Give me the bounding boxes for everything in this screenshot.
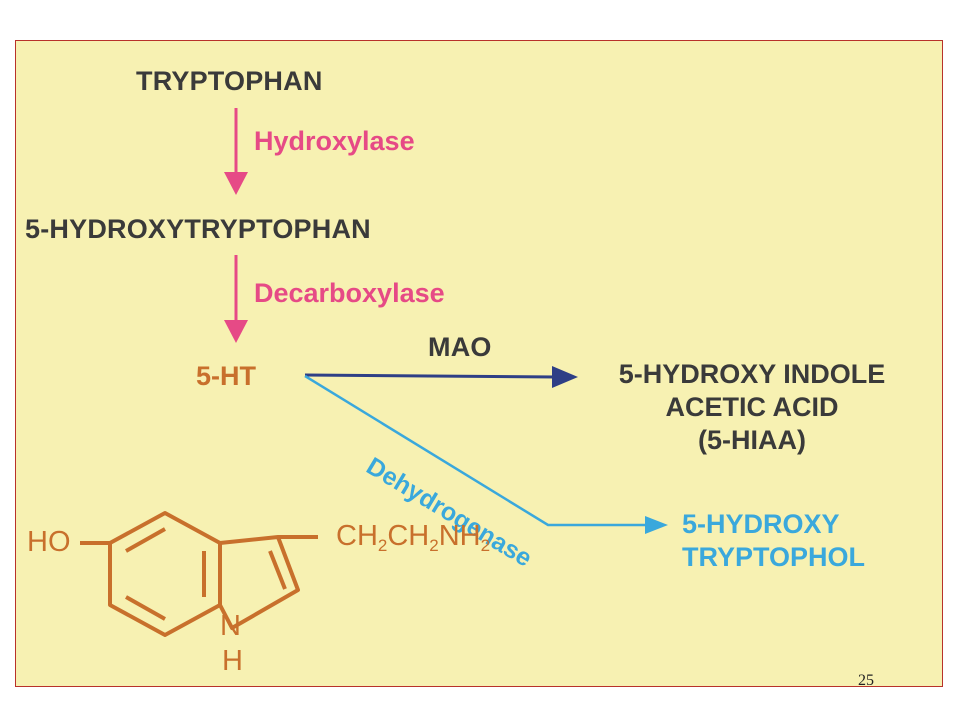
mao-arrow (304, 366, 578, 388)
sub-c: 2 (480, 536, 491, 555)
dehydrogenase-arrow (304, 374, 668, 534)
sub-b: 2 (429, 536, 439, 555)
hiaa-line-1: 5-HYDROXY INDOLE (618, 359, 886, 389)
mao-label: MAO (428, 332, 492, 362)
ho-group-label: HO (27, 526, 71, 558)
ring-nitrogen-label: N (220, 610, 241, 642)
ethylamine-side-chain: CH2CH2NH2 (336, 520, 490, 556)
hydroxylase-arrow (224, 108, 248, 195)
ring-hydrogen-label: H (222, 645, 243, 677)
hiaa-line-3: (5-HIAA) (698, 425, 806, 455)
slide-number: 25 (858, 672, 874, 689)
tryptophol-line-1: 5-HYDROXY (682, 509, 840, 539)
decarboxylase-arrow (224, 255, 248, 343)
ch-b: CH (387, 520, 430, 552)
sub-a: 2 (377, 536, 388, 555)
slide-frame (15, 40, 943, 687)
tryptophol-line-2: TRYPTOPHOL (682, 542, 866, 572)
hiaa-product-label: 5-HYDROXY INDOLE ACETIC ACID (5-HIAA) (586, 358, 918, 457)
ch-a: CH (336, 520, 378, 552)
decarboxylase-label: Decarboxylase (254, 278, 445, 308)
indole-ring-structure (80, 511, 318, 637)
nh: NH (438, 520, 481, 552)
hydroxytryptophan-label: 5-HYDROXYTRYPTOPHAN (25, 214, 371, 244)
tryptophol-product-label: 5-HYDROXY TRYPTOPHOL (682, 508, 865, 574)
tryptophan-label: TRYPTOPHAN (136, 66, 323, 96)
hydroxylase-label: Hydroxylase (254, 126, 415, 156)
serotonin-label: 5-HT (196, 361, 256, 391)
hiaa-line-2: ACETIC ACID (665, 392, 839, 422)
